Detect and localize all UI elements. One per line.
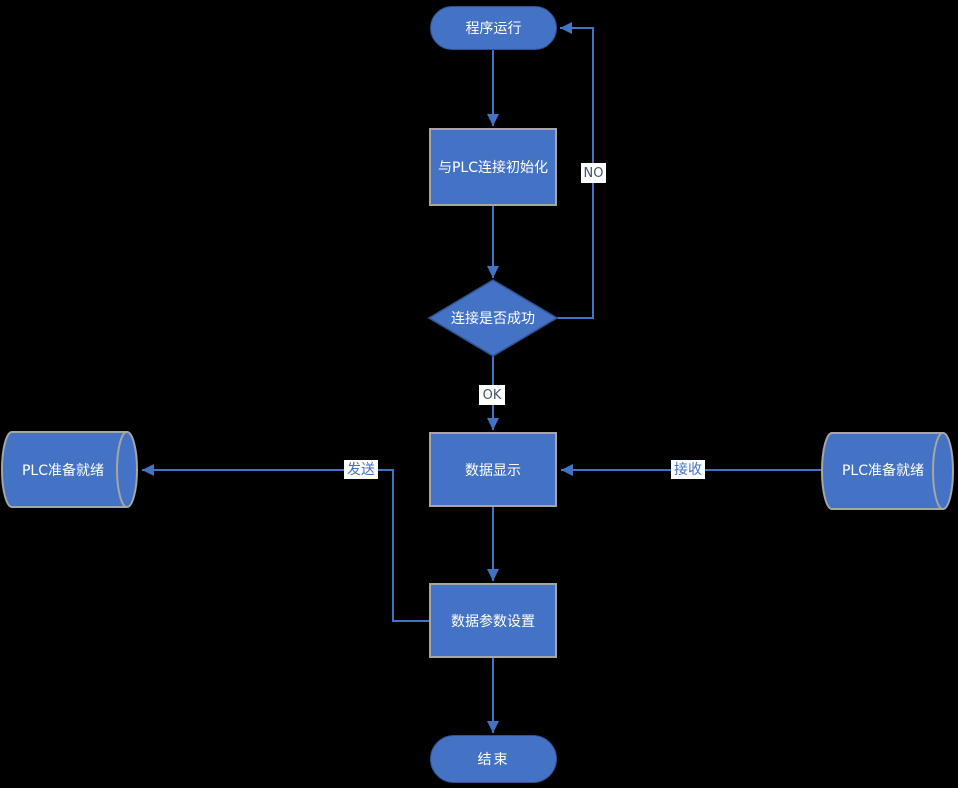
node-decision: 连接是否成功: [423, 308, 563, 328]
node-end-label: 结束: [477, 752, 510, 768]
node-plc-right-cylinder: PLC准备就绪: [824, 452, 942, 488]
edge-label-send: 发送: [344, 460, 378, 479]
edge-label-receive: 接收: [671, 460, 705, 479]
node-plc-left-label: PLC准备就绪: [21, 463, 105, 479]
node-start-terminator: 程序运行: [430, 6, 557, 50]
node-end-terminator: 结束: [430, 735, 557, 783]
edge-label-no: NO: [581, 163, 606, 183]
node-params-label: 数据参数设置: [451, 613, 535, 630]
node-start-label: 程序运行: [465, 21, 522, 37]
edge-params-to-plcleft: [142, 464, 429, 622]
edge-label-ok: OK: [479, 385, 505, 405]
cylinder-left-rim: [116, 431, 128, 508]
node-plc-right-label: PLC准备就绪: [841, 463, 925, 479]
node-display-label: 数据显示: [465, 462, 521, 479]
cylinder-right-rim: [932, 432, 944, 510]
decision-diamond-shape: [427, 279, 559, 357]
node-plc-left-cylinder: PLC准备就绪: [2, 452, 124, 488]
node-params-process: 数据参数设置: [429, 583, 557, 658]
node-display-process: 数据显示: [429, 432, 557, 507]
node-init-process: 与PLC连接初始化: [429, 128, 557, 206]
node-init-label: 与PLC连接初始化: [437, 160, 549, 176]
node-decision-label: 连接是否成功: [451, 311, 535, 327]
